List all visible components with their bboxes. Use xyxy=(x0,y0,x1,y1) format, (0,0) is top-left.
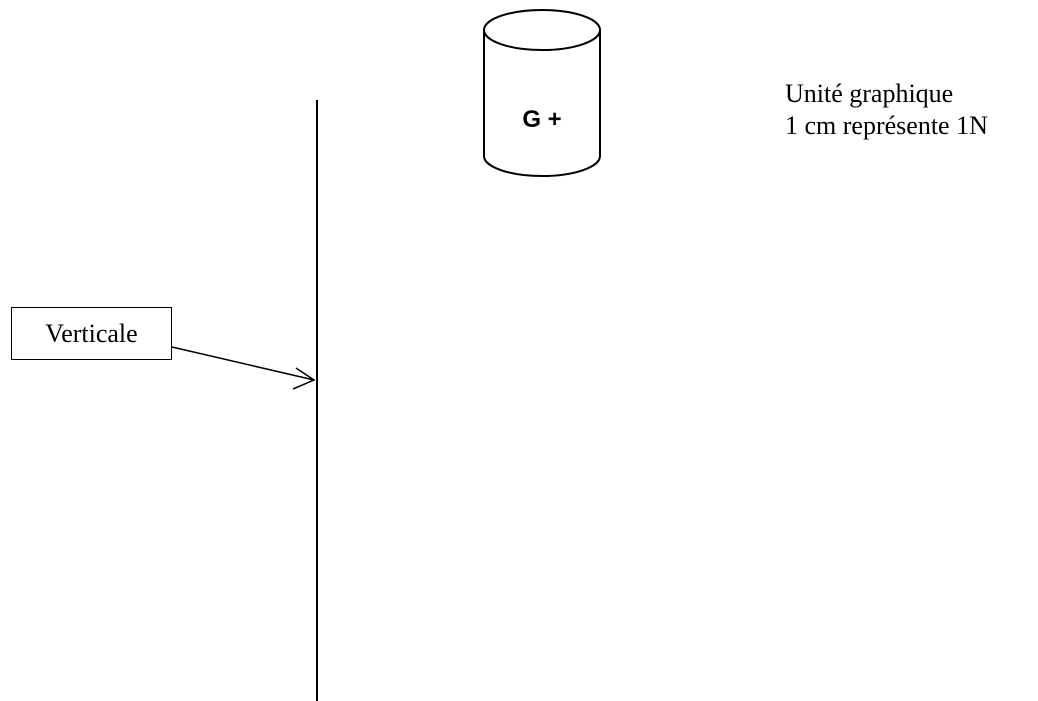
vertical-label: Verticale xyxy=(45,318,138,348)
graphic-unit-note: Unité graphique 1 cm représente 1N xyxy=(785,78,988,142)
cylinder-object xyxy=(483,9,601,177)
center-of-gravity-label: G + xyxy=(522,106,562,133)
unit-note-title: Unité graphique xyxy=(785,79,954,108)
pointer-arrow xyxy=(171,346,316,390)
vertical-label-box: Verticale xyxy=(11,307,172,360)
unit-note-scale: 1 cm représente 1N xyxy=(785,111,988,140)
